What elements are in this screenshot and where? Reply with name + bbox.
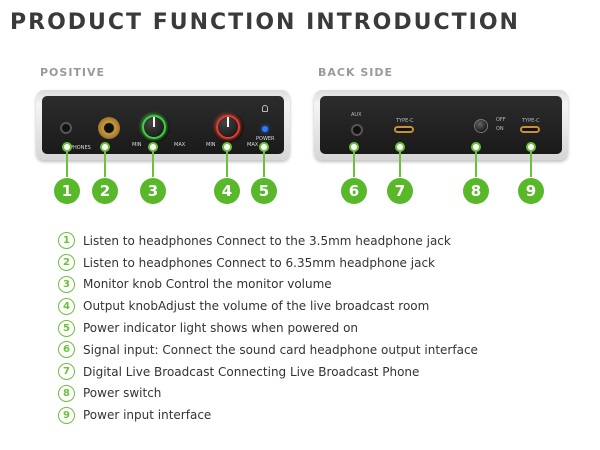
callout-dot-6 — [349, 142, 359, 152]
list-item: 8 Power switch — [58, 383, 578, 405]
typec-right-label: TYPE-C — [522, 118, 540, 124]
item-number-5: 5 — [58, 319, 75, 337]
power-indicator-led — [262, 126, 268, 132]
callout-dot-5 — [259, 142, 269, 152]
front-panel-image: PHONES MIN MAX MIN MAX POWER — [36, 90, 290, 160]
output-knob-min-label: MIN — [206, 142, 216, 148]
list-item: 2 Listen to headphones Connect to 6.35mm… — [58, 252, 578, 274]
typec-port-left — [394, 126, 414, 133]
callout-line-3 — [152, 149, 154, 177]
badge-8: 8 — [463, 178, 489, 204]
item-text-8: Power switch — [83, 386, 162, 401]
callout-dot-8 — [471, 142, 481, 152]
off-label: OFF — [496, 117, 506, 123]
back-panel-face: AUX TYPE-C OFF ON TYPE-C — [320, 96, 562, 154]
back-panel-image: AUX TYPE-C OFF ON TYPE-C — [314, 90, 568, 160]
headphone-jack-635mm — [98, 117, 120, 139]
light-bulb-icon — [262, 105, 268, 112]
callout-line-9 — [530, 149, 532, 177]
badge-3: 3 — [140, 178, 166, 204]
output-knob — [212, 111, 244, 143]
item-text-5: Power indicator light shows when powered… — [83, 321, 359, 336]
item-text-4: Output knobAdjust the volume of the live… — [83, 299, 430, 314]
page-title: PRODUCT FUNCTION INTRODUCTION — [10, 10, 520, 35]
callout-dot-2 — [100, 142, 110, 152]
item-text-6: Signal input: Connect the sound card hea… — [83, 342, 478, 357]
monitor-knob — [138, 111, 170, 143]
item-number-2: 2 — [58, 254, 75, 272]
aux-jack — [351, 124, 363, 136]
badge-7: 7 — [387, 178, 413, 204]
badge-6: 6 — [341, 178, 367, 204]
item-text-3: Monitor knob Control the monitor volume — [83, 277, 332, 292]
list-item: 1 Listen to headphones Connect to the 3.… — [58, 230, 578, 252]
power-switch-button — [474, 119, 488, 133]
back-side-label: BACK SIDE — [318, 66, 393, 79]
callout-line-8 — [475, 149, 477, 177]
list-item: 5 Power indicator light shows when power… — [58, 317, 578, 339]
typec-left-label: TYPE-C — [396, 118, 414, 124]
on-label: ON — [496, 126, 504, 132]
power-label: POWER — [256, 136, 275, 142]
callout-dot-3 — [148, 142, 158, 152]
callout-line-7 — [399, 149, 401, 177]
item-text-1: Listen to headphones Connect to the 3.5m… — [83, 233, 451, 248]
front-panel-face: PHONES MIN MAX MIN MAX POWER — [42, 96, 284, 154]
list-item: 7 Digital Live Broadcast Connecting Live… — [58, 361, 578, 383]
badge-9: 9 — [518, 178, 544, 204]
badge-1: 1 — [54, 178, 80, 204]
item-number-8: 8 — [58, 384, 75, 402]
callout-line-5 — [263, 149, 265, 177]
callout-line-4 — [226, 149, 228, 177]
item-number-3: 3 — [58, 275, 75, 293]
item-text-2: Listen to headphones Connect to 6.35mm h… — [83, 255, 435, 270]
item-number-9: 9 — [58, 406, 75, 424]
typec-port-right — [520, 126, 540, 133]
item-number-7: 7 — [58, 363, 75, 381]
monitor-knob-max-label: MAX — [174, 142, 186, 148]
item-number-6: 6 — [58, 341, 75, 359]
callout-dot-4 — [222, 142, 232, 152]
list-item: 4 Output knobAdjust the volume of the li… — [58, 295, 578, 317]
list-item: 6 Signal input: Connect the sound card h… — [58, 339, 578, 361]
headphone-jack-35mm — [60, 122, 72, 134]
callout-dot-7 — [395, 142, 405, 152]
front-side-label: POSITIVE — [40, 66, 106, 79]
list-item: 3 Monitor knob Control the monitor volum… — [58, 274, 578, 296]
feature-list: 1 Listen to headphones Connect to the 3.… — [58, 230, 578, 426]
item-number-4: 4 — [58, 297, 75, 315]
badge-5: 5 — [251, 178, 277, 204]
phones-label: PHONES — [70, 145, 91, 151]
item-text-9: Power input interface — [83, 408, 212, 423]
callout-dot-9 — [526, 142, 536, 152]
item-text-7: Digital Live Broadcast Connecting Live B… — [83, 364, 420, 379]
list-item: 9 Power input interface — [58, 404, 578, 426]
badge-2: 2 — [92, 178, 118, 204]
callout-line-2 — [104, 149, 106, 177]
badge-4: 4 — [214, 178, 240, 204]
callout-line-1 — [66, 149, 68, 177]
item-number-1: 1 — [58, 232, 75, 250]
output-knob-max-label: MAX — [247, 142, 259, 148]
callout-dot-1 — [62, 142, 72, 152]
callout-line-6 — [353, 149, 355, 177]
monitor-knob-min-label: MIN — [132, 142, 142, 148]
aux-label: AUX — [351, 112, 362, 118]
